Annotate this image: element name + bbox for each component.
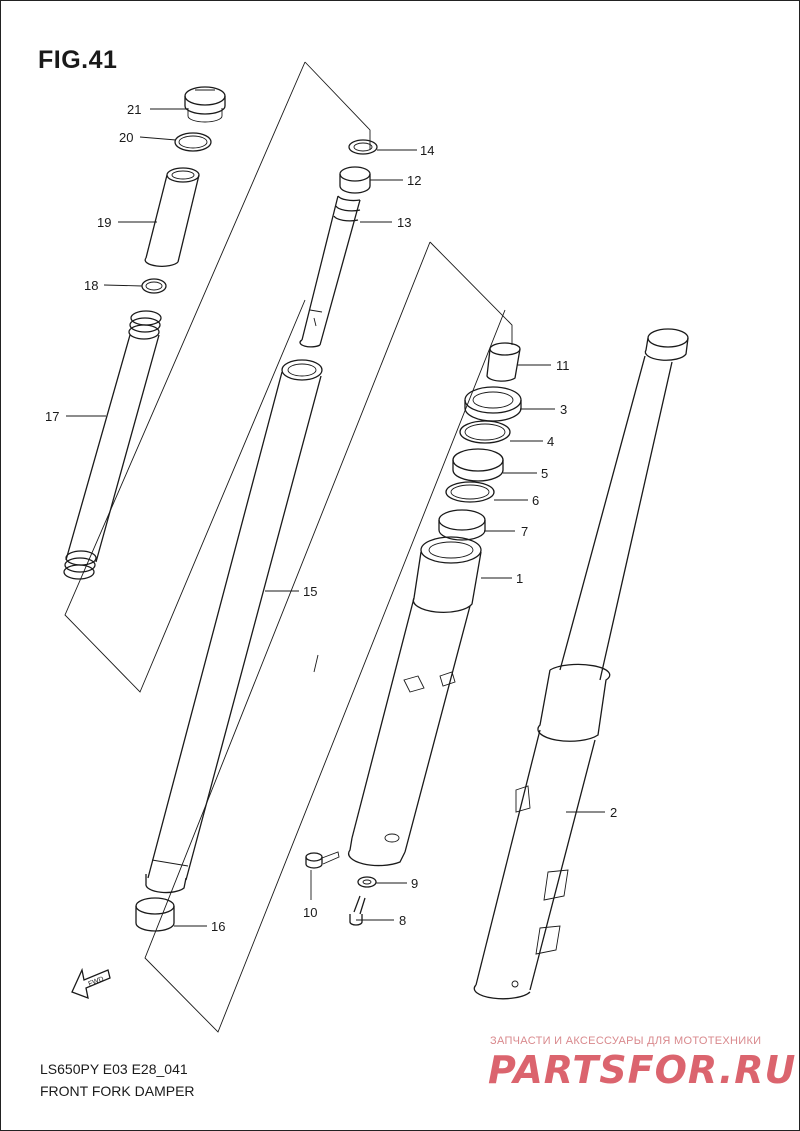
callout-14: 14 — [420, 143, 434, 158]
part-6-retainer[interactable] — [445, 481, 495, 503]
part-12-piston-ring[interactable] — [339, 166, 371, 194]
part-10-bolt[interactable] — [305, 851, 340, 869]
part-18-washer[interactable] — [141, 278, 167, 294]
watermark-logo: PARTSFOR.RU — [488, 1048, 797, 1092]
part-2-fork-assembly[interactable] — [473, 328, 689, 1000]
assembly-outline — [64, 61, 513, 1033]
callout-8: 8 — [399, 913, 406, 928]
callout-4: 4 — [547, 434, 554, 449]
part-21-cap-bolt[interactable] — [184, 86, 226, 123]
watermark-subtitle: ЗАПЧАСТИ И АКСЕССУАРЫ ДЛЯ МОТОТЕХНИКИ — [490, 1035, 762, 1047]
part-19-spacer[interactable] — [144, 167, 200, 267]
figure-title: FIG.41 — [38, 46, 118, 74]
callout-12: 12 — [407, 173, 421, 188]
callout-17: 17 — [45, 409, 59, 424]
callout-5: 5 — [541, 466, 548, 481]
callout-13: 13 — [397, 215, 411, 230]
callout-6: 6 — [532, 493, 539, 508]
part-13-damper-rod[interactable] — [299, 195, 361, 348]
callout-labels: 21 20 19 18 17 14 12 13 15 16 11 3 4 5 6… — [45, 102, 617, 934]
callout-9: 9 — [411, 876, 418, 891]
part-3-dust-seal[interactable] — [464, 386, 522, 422]
part-1-outer-tube[interactable] — [347, 536, 482, 867]
callout-2: 2 — [610, 805, 617, 820]
leader-lines — [66, 108, 605, 927]
model-code: LS650PY E03 E28_041 — [40, 1061, 188, 1077]
callout-21: 21 — [127, 102, 141, 117]
part-16-bushing[interactable] — [135, 897, 175, 932]
part-5-oil-seal[interactable] — [452, 448, 504, 482]
part-4-stopper-ring[interactable] — [459, 420, 511, 444]
part-15-inner-tube[interactable] — [145, 359, 323, 894]
part-17-fork-spring[interactable] — [63, 310, 162, 580]
callout-18: 18 — [84, 278, 98, 293]
part-8-bolt[interactable] — [349, 895, 366, 926]
callout-10: 10 — [303, 905, 317, 920]
part-14-ring[interactable] — [348, 139, 378, 155]
callout-16: 16 — [211, 919, 225, 934]
callout-11: 11 — [556, 358, 570, 373]
part-9-washer[interactable] — [357, 876, 377, 888]
part-7-guide-bushing[interactable] — [438, 509, 486, 541]
callout-7: 7 — [521, 524, 528, 539]
callout-15: 15 — [303, 584, 317, 599]
callout-20: 20 — [119, 130, 133, 145]
forward-direction-badge: FWD — [71, 967, 111, 1000]
callout-19: 19 — [97, 215, 111, 230]
callout-1: 1 — [516, 571, 523, 586]
part-20-o-ring[interactable] — [174, 132, 212, 152]
part-11-oil-lock[interactable] — [486, 342, 521, 382]
callout-3: 3 — [560, 402, 567, 417]
diagram-name: FRONT FORK DAMPER — [40, 1083, 195, 1099]
